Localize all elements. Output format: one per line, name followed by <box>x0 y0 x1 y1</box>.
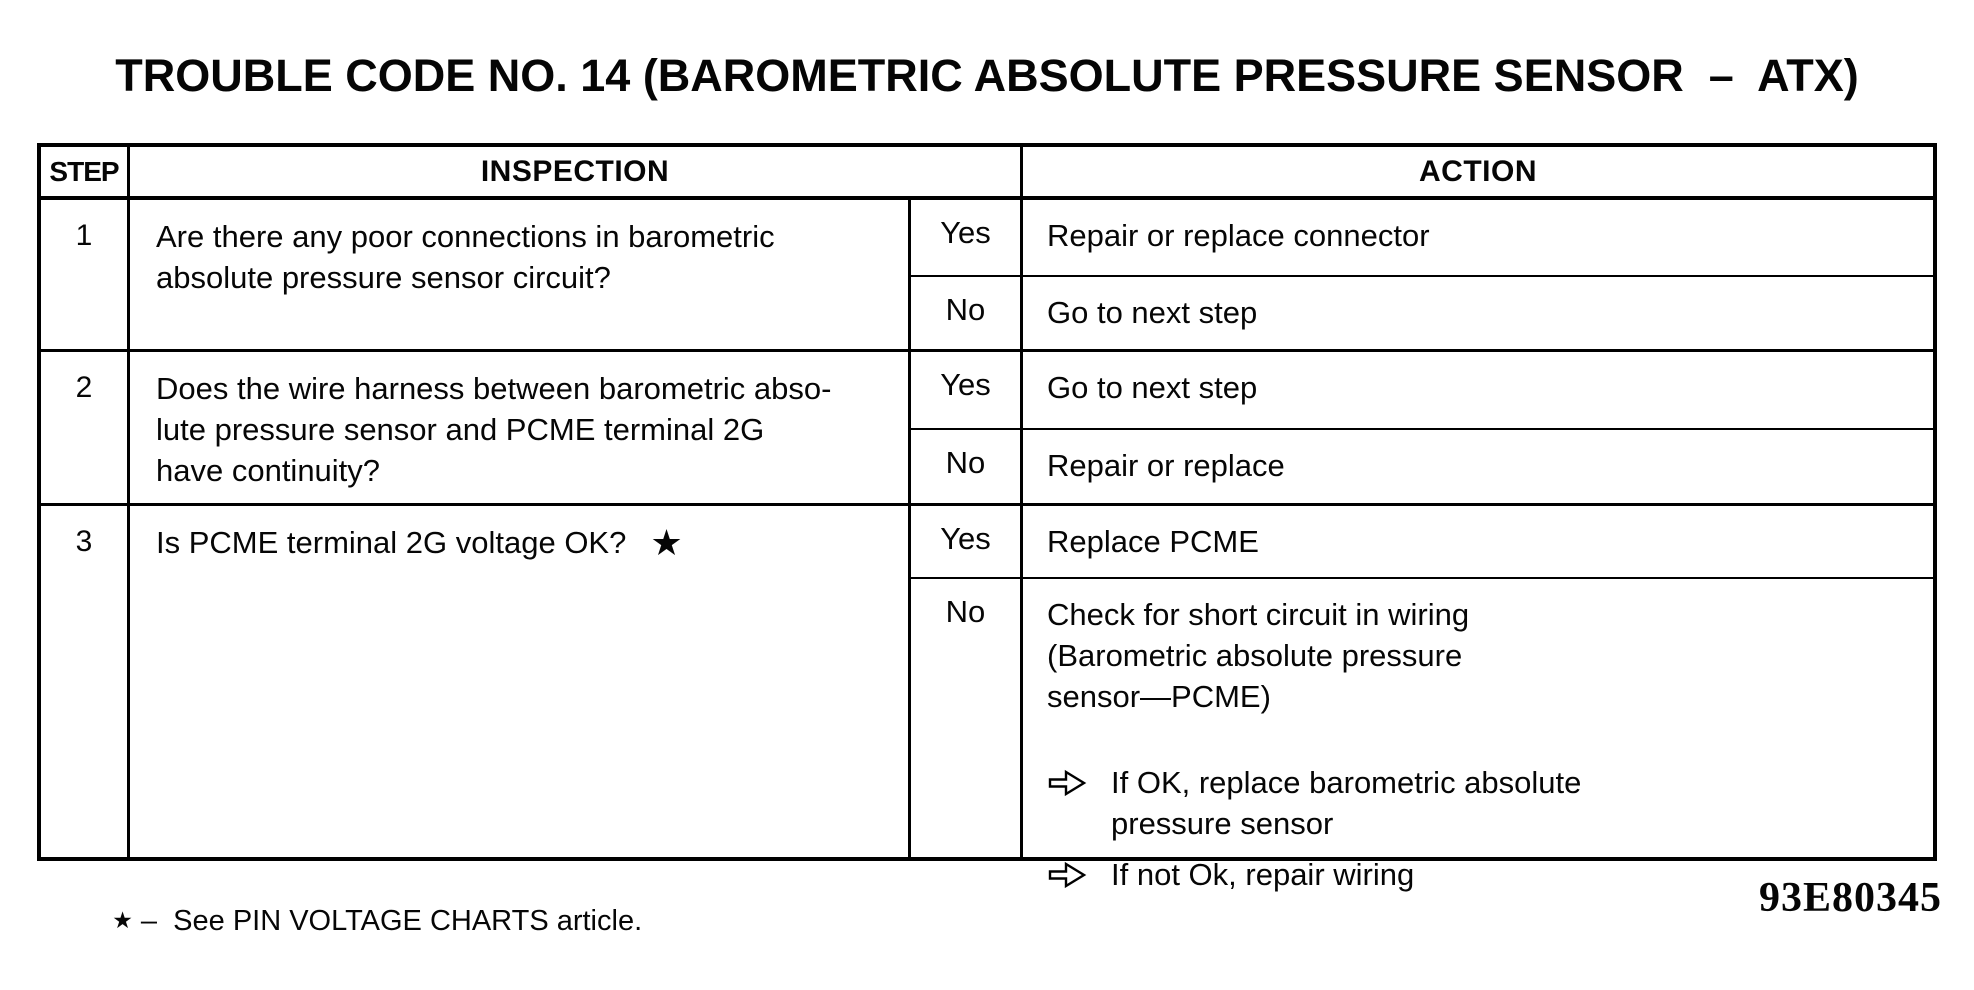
question-text: Does the wire harness between barometric… <box>156 371 832 488</box>
pin-voltage-star-icon: ★ <box>650 522 683 563</box>
arrow-right-icon <box>1047 762 1111 798</box>
step-number: 2 <box>41 352 130 506</box>
troubleshooting-table: STEP INSPECTION ACTION 1 Are there any p… <box>37 143 1937 892</box>
action-text: Go to next step <box>1023 352 1933 430</box>
action-text: Repair or replace <box>1023 430 1933 506</box>
action-paragraph: Go to next step <box>1047 295 1258 330</box>
action-paragraph: Repair or replace connector <box>1047 218 1430 253</box>
answer-yes: Yes <box>911 506 1023 579</box>
conditional-action-text: If not Ok, repair wiring <box>1111 857 1415 893</box>
action-paragraph: Check for short circuit in wiring (Barom… <box>1047 597 1470 715</box>
action-paragraph: Go to next step <box>1047 370 1258 405</box>
conditional-action: If OK, replace barometric absolute press… <box>1047 762 1915 844</box>
action-block: Check for short circuit in wiring (Barom… <box>1023 579 1933 892</box>
step-number: 1 <box>41 200 130 352</box>
answer-no: No <box>911 277 1023 352</box>
arrow-right-icon <box>1047 854 1111 890</box>
conditional-action-text: If OK, replace barometric absolute press… <box>1111 764 1582 841</box>
answer-no: No <box>911 579 1023 857</box>
step-number: 3 <box>41 506 130 857</box>
column-header-inspection: INSPECTION <box>130 147 1023 200</box>
inspection-question: Are there any poor connections in barome… <box>130 200 911 352</box>
answer-no: No <box>911 430 1023 506</box>
answer-yes: Yes <box>911 200 1023 277</box>
action-paragraph: Repair or replace <box>1047 448 1285 483</box>
conditional-action: If not Ok, repair wiring <box>1047 854 1915 895</box>
action-text: Replace PCME <box>1023 506 1933 579</box>
document-code: 93E80345 <box>1758 875 1942 921</box>
star-icon: ★ <box>112 907 133 933</box>
question-text: Are there any poor connections in barome… <box>156 219 775 295</box>
page-title: TROUBLE CODE NO. 14 (BAROMETRIC ABSOLUTE… <box>115 50 1859 101</box>
inspection-question: Is PCME terminal 2G voltage OK? ★ <box>130 506 911 857</box>
footnote: ★ – See PIN VOLTAGE CHARTS article. <box>80 872 642 971</box>
answer-yes: Yes <box>911 352 1023 430</box>
column-header-action: ACTION <box>1023 147 1933 200</box>
action-text: Go to next step <box>1023 277 1933 352</box>
question-text: Is PCME terminal 2G voltage OK? <box>156 525 627 560</box>
action-text: Repair or replace connector <box>1023 200 1933 277</box>
footnote-text: – See PIN VOLTAGE CHARTS article. <box>132 905 643 937</box>
action-paragraph: Replace PCME <box>1047 524 1259 559</box>
inspection-question: Does the wire harness between barometric… <box>130 352 911 506</box>
column-header-step: STEP <box>41 147 130 200</box>
